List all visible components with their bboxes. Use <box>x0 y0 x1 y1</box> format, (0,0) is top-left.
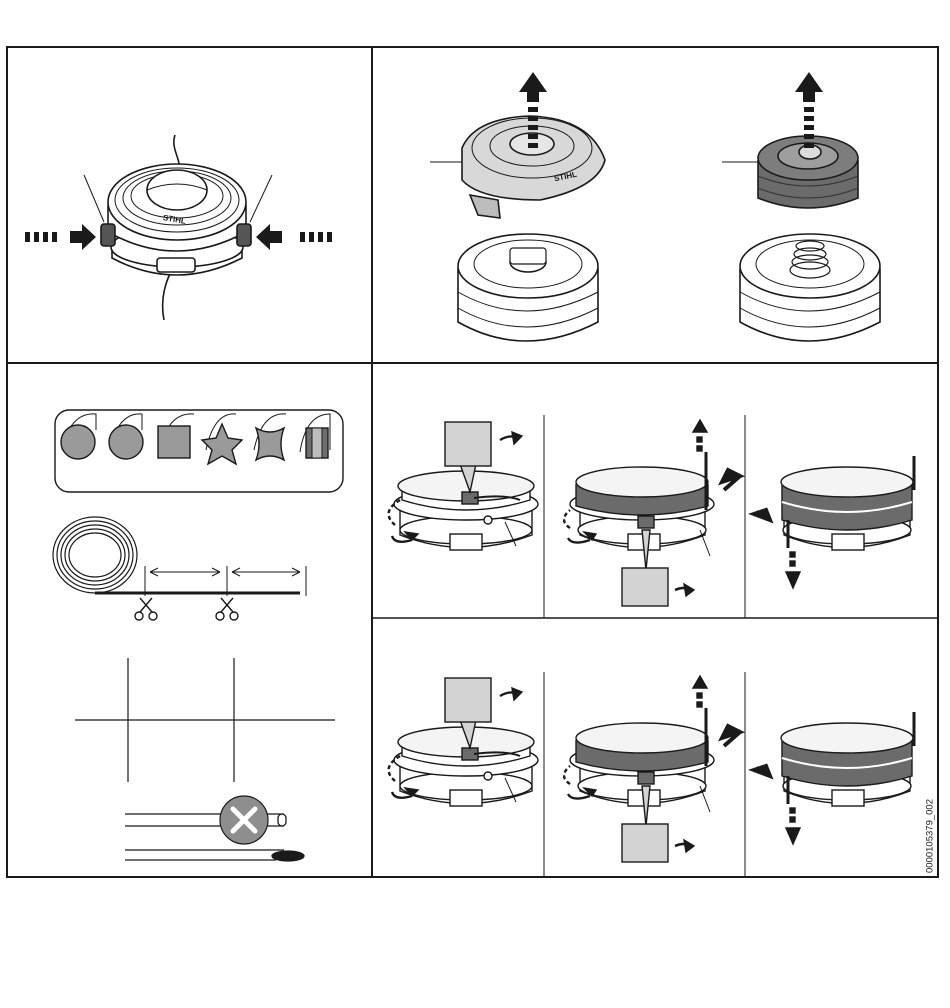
wind-step-finish-line <box>754 456 914 588</box>
wind-step-wind-line <box>564 420 740 606</box>
line-cross-sections <box>55 410 343 492</box>
document-id: 0000105379_002 <box>918 790 942 882</box>
scissors-icon <box>135 598 157 620</box>
dashed-arrow-right-icon <box>25 224 96 250</box>
panel-remove-spool <box>722 136 880 341</box>
scissors-icon <box>216 598 238 620</box>
panel-press-tabs <box>84 135 272 320</box>
document-id-text: 0000105379_002 <box>925 799 936 873</box>
line-coil <box>53 517 306 596</box>
wind-step-insert-line <box>389 422 538 550</box>
prohibited-icon <box>220 796 268 844</box>
panel-remove-cover <box>430 116 605 341</box>
dashed-arrow-left-icon <box>256 224 332 250</box>
wind-step-insert-line-alt <box>389 678 538 806</box>
line-ends-comparison <box>125 814 304 861</box>
wind-step-finish-line-alt <box>754 712 914 844</box>
dimension-table-grid <box>75 658 335 782</box>
wind-step-wind-line-alt <box>564 676 740 862</box>
